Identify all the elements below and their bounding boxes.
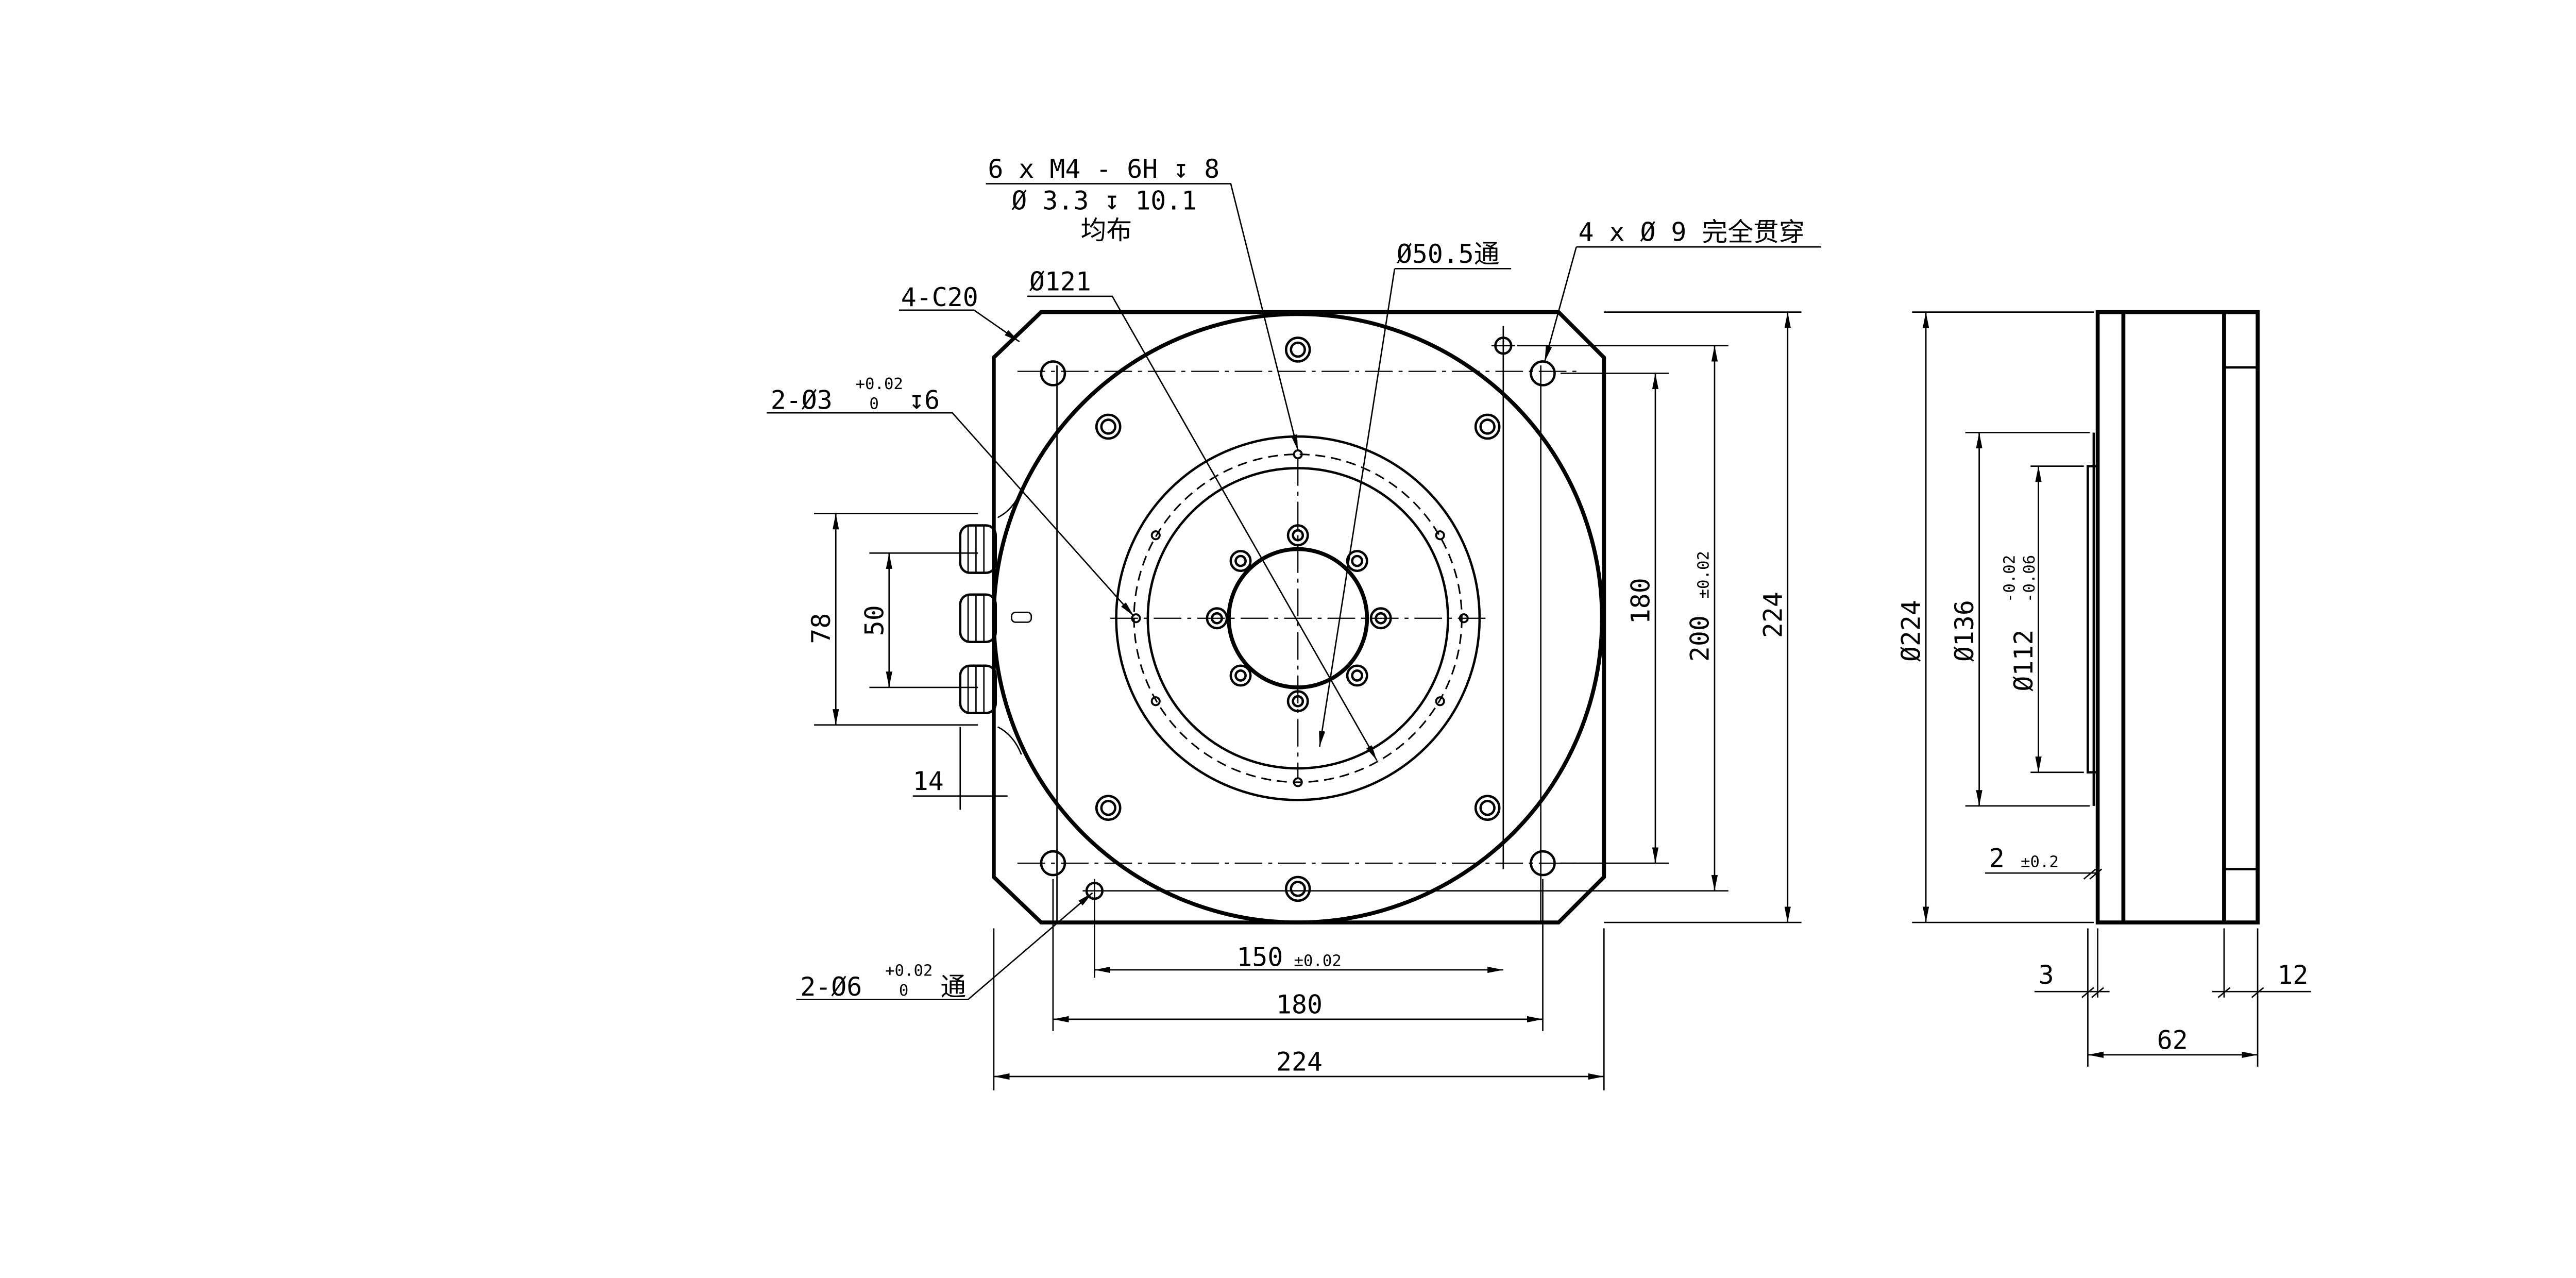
rotary-table-outer-circle	[992, 312, 1604, 924]
cable-gland	[959, 524, 997, 574]
side-view: Ø224 Ø136 Ø112 -0.02 -0.06 2 ±0.2 3 12 6…	[1896, 310, 2311, 1067]
dim-50: 50	[859, 605, 889, 636]
pin-holes	[1082, 326, 1515, 978]
pcd-note: Ø121	[1029, 266, 1091, 296]
pin-hole-bottom-suffix: 通	[940, 972, 966, 1002]
cable-gland	[959, 664, 997, 715]
side-dim-2-tol: ±0.2	[2021, 853, 2059, 871]
dim-224-h: 224	[1276, 1047, 1323, 1077]
dim-150: 150	[1236, 942, 1283, 972]
dimension-lines	[814, 311, 1802, 1090]
front-view: 6 x M4 - 6H ↧ 8 Ø 3.3 ↧ 10.1 均布 Ø50.5通 4…	[767, 154, 1821, 1090]
side-dim-12: 12	[2277, 960, 2308, 990]
through-hole-note: 4 x Ø 9 完全贯穿	[1578, 217, 1804, 247]
dim-200-tol: ±0.02	[1694, 551, 1713, 598]
leader-lines	[767, 183, 1821, 1000]
side-dia-112-tol-lower: -0.06	[2021, 555, 2039, 602]
dim-14: 14	[913, 766, 944, 796]
dim-150-tol: ±0.02	[1294, 952, 1342, 970]
pin-hole-top-tol-upper: +0.02	[856, 375, 903, 393]
dim-200-v: 200	[1685, 615, 1715, 662]
pin-hole-top-tol-lower: 0	[869, 395, 878, 413]
side-dim-62: 62	[2157, 1025, 2188, 1055]
dim-180-h: 180	[1276, 989, 1323, 1019]
dim-78: 78	[806, 613, 836, 644]
pin-hole-bottom-tol-upper: +0.02	[885, 962, 933, 980]
dim-180-v: 180	[1625, 578, 1655, 624]
side-dim-3: 3	[2039, 960, 2054, 990]
side-dia-136: Ø136	[1950, 600, 1979, 662]
pin-hole-top-depth: ↧6	[909, 385, 940, 415]
cable-gland	[959, 593, 997, 644]
side-dim-2: 2	[1989, 844, 2005, 873]
counterbored-holes	[1095, 337, 1501, 902]
bore-note: Ø50.5通	[1397, 239, 1500, 269]
cable-glands	[959, 490, 1032, 755]
inner-bolt-holes	[1206, 524, 1392, 713]
pin-hole-top-label: 2-Ø3	[771, 385, 833, 415]
thread-note-line1: 6 x M4 - 6H ↧ 8	[988, 154, 1219, 184]
chamfer-note: 4-C20	[901, 282, 978, 312]
side-dia-112: Ø112	[2009, 630, 2039, 692]
side-dia-224: Ø224	[1896, 600, 1926, 662]
thread-note-line2: Ø 3.3 ↧ 10.1	[1011, 186, 1197, 215]
pin-hole-bottom-tol-lower: 0	[899, 982, 908, 1000]
thread-note-line3: 均布	[1081, 215, 1132, 245]
side-dia-112-tol-upper: -0.02	[2001, 555, 2019, 602]
pin-hole-bottom-label: 2-Ø6	[800, 972, 862, 1002]
dim-224-v: 224	[1758, 592, 1788, 638]
